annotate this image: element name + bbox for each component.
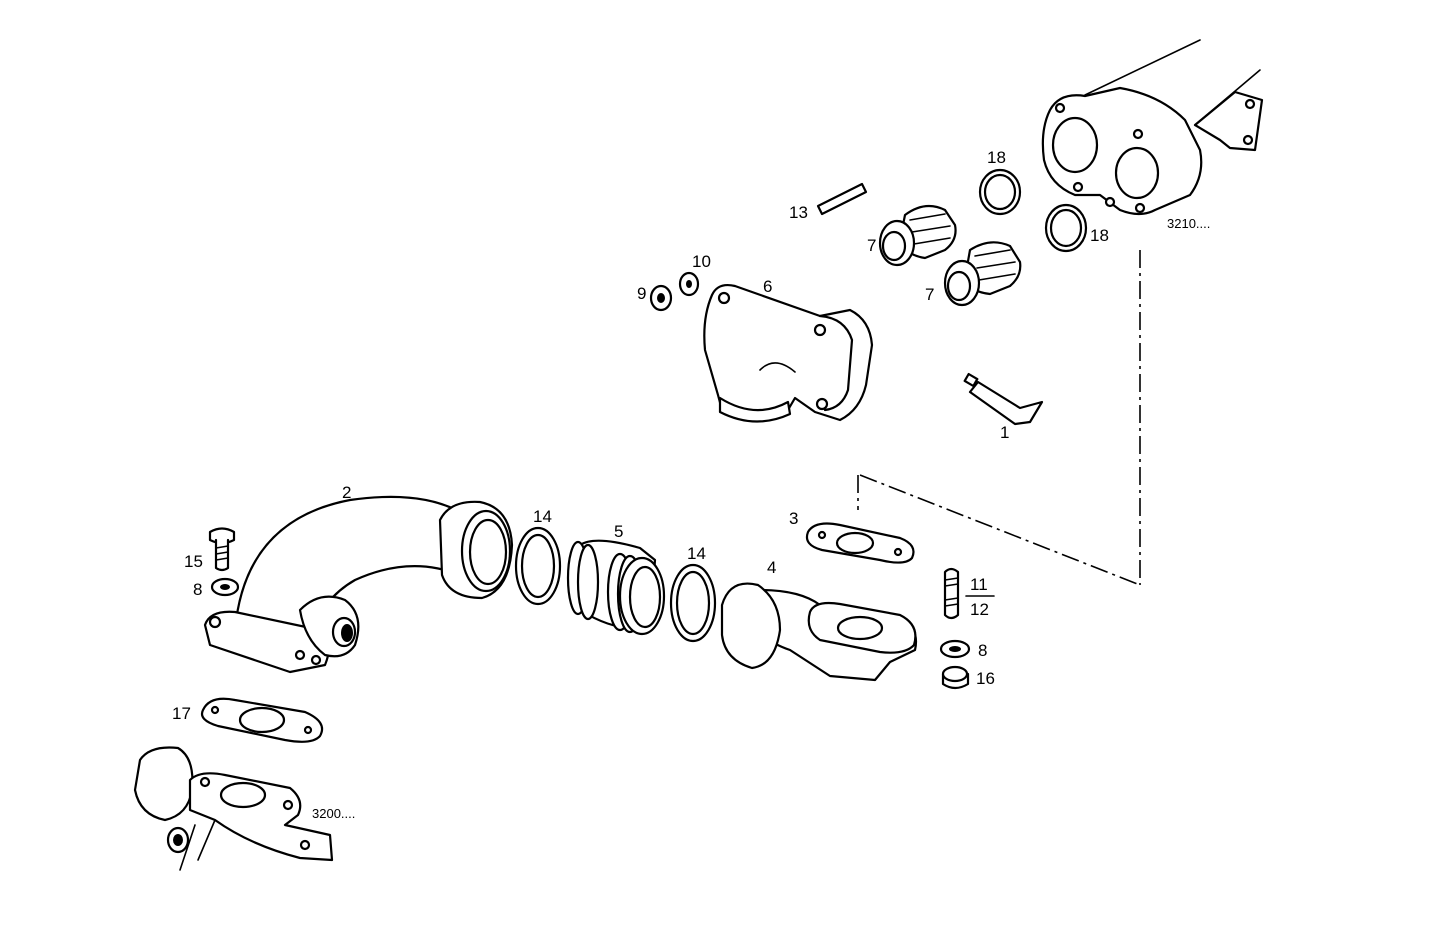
upper-manifold	[1041, 39, 1264, 216]
label-17: 17	[172, 704, 191, 723]
gasket-3	[805, 522, 915, 564]
label-14-right: 14	[687, 544, 706, 563]
label-5: 5	[614, 522, 623, 541]
label-12: 12	[970, 600, 989, 619]
label-4: 4	[767, 558, 776, 577]
label-1: 1	[1000, 423, 1009, 442]
sleeve-5	[566, 539, 666, 636]
reference-upper: 3210....	[1167, 216, 1210, 231]
label-6: 6	[763, 277, 772, 296]
label-8-left: 8	[193, 580, 202, 599]
nut-9	[649, 284, 673, 312]
label-18-upper: 18	[987, 148, 1006, 167]
label-11: 11	[970, 575, 988, 594]
lower-manifold	[133, 746, 334, 871]
label-10: 10	[692, 252, 711, 271]
label-18-lower: 18	[1090, 226, 1109, 245]
label-7-lower: 7	[925, 285, 934, 304]
label-14-left: 14	[533, 507, 552, 526]
elbow-pipe-2	[203, 495, 514, 674]
thermostat-7-upper	[878, 204, 957, 267]
label-8-right: 8	[978, 641, 987, 660]
thermostat-housing-6	[703, 283, 874, 423]
thermostat-7-lower	[943, 241, 1022, 307]
bolt-15	[208, 527, 236, 572]
label-7-upper: 7	[867, 236, 876, 255]
washer-8-right	[939, 639, 971, 659]
label-16: 16	[976, 669, 995, 688]
label-3: 3	[789, 509, 798, 528]
label-13: 13	[789, 203, 808, 222]
gasket-17	[200, 697, 324, 743]
sealant-tube-1	[963, 372, 1044, 426]
nut-16	[941, 665, 970, 690]
washer-8-left	[210, 577, 240, 597]
pin-13	[816, 182, 868, 216]
label-15: 15	[184, 552, 203, 571]
elbow-4	[720, 582, 918, 682]
reference-lower: 3200....	[312, 806, 355, 821]
label-9: 9	[637, 284, 646, 303]
stud-11-12	[943, 567, 995, 620]
washer-10	[678, 271, 700, 297]
label-2: 2	[342, 483, 351, 502]
centerline-diagonal	[859, 474, 1141, 586]
